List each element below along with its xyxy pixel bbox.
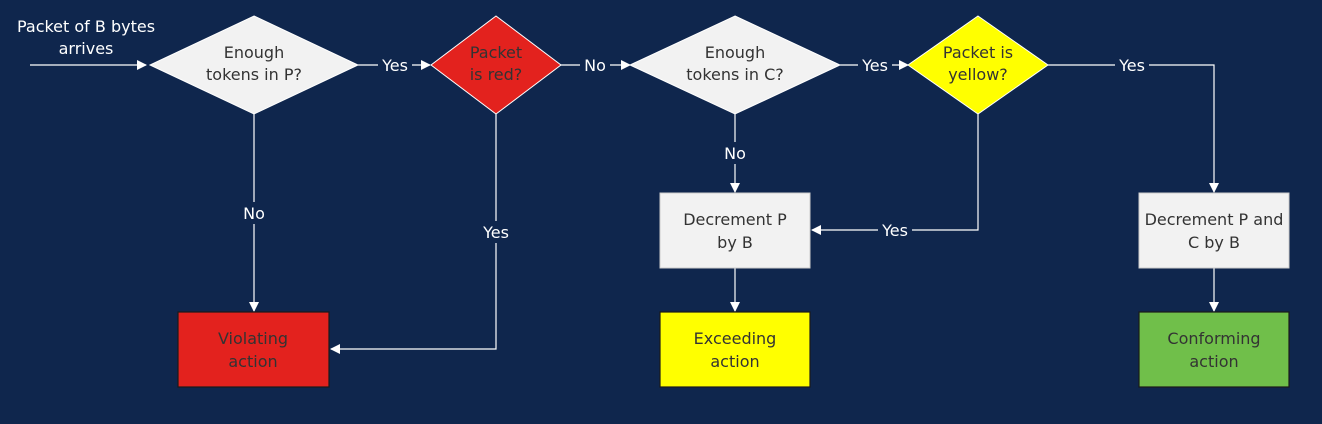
edge-label-red-yes: Yes xyxy=(482,223,509,242)
process-decrement-pc-line1: Decrement P and xyxy=(1145,210,1284,229)
outcome-exceeding-line2: action xyxy=(710,352,759,371)
edge-label-c-yes: Yes xyxy=(861,56,888,75)
decision-enough-c-line2: tokens in C? xyxy=(686,65,784,84)
edge-labels: Yes No Yes Yes No Yes No Yes xyxy=(239,54,1149,243)
edge-is-yellow-yes-left xyxy=(811,114,979,235)
outcome-violating-line2: action xyxy=(228,352,277,371)
outcome-conforming-line2: action xyxy=(1189,352,1238,371)
edge-is-red-yes xyxy=(330,114,497,354)
process-decrement-p: Decrement P by B xyxy=(659,192,811,269)
decision-is-yellow: Packet is yellow? xyxy=(907,15,1049,115)
edge-is-yellow-yes-right xyxy=(1048,64,1219,193)
edge-label-p-yes: Yes xyxy=(381,56,408,75)
decision-enough-c: Enough tokens in C? xyxy=(628,15,842,115)
process-decrement-p-line1: Decrement P xyxy=(683,210,787,229)
start-label: Packet of B bytes arrives xyxy=(17,17,155,58)
outcome-violating: Violating action xyxy=(177,311,330,388)
outcome-exceeding: Exceeding action xyxy=(659,311,811,388)
edge-label-c-no: No xyxy=(724,144,746,163)
start-label-line1: Packet of B bytes xyxy=(17,17,155,36)
process-decrement-p-line2: by B xyxy=(717,233,753,252)
connectors xyxy=(30,60,1219,354)
decision-is-yellow-line1: Packet is xyxy=(943,43,1013,62)
decision-enough-c-line1: Enough xyxy=(705,43,765,62)
process-decrement-pc-line2: C by B xyxy=(1188,233,1240,252)
decision-is-yellow-line2: yellow? xyxy=(948,65,1008,84)
edge-label-yellow-yes-right: Yes xyxy=(1118,56,1145,75)
edge-label-p-no: No xyxy=(243,204,265,223)
decision-is-red-line1: Packet xyxy=(470,43,522,62)
edge-label-red-no: No xyxy=(584,56,606,75)
outcome-violating-line1: Violating xyxy=(218,329,288,348)
decision-enough-p-line2: tokens in P? xyxy=(206,65,302,84)
edge-label-yellow-yes-left: Yes xyxy=(881,221,908,240)
start-label-line2: arrives xyxy=(59,39,114,58)
process-decrement-pc: Decrement P and C by B xyxy=(1138,192,1290,269)
outcome-exceeding-line1: Exceeding xyxy=(694,329,777,348)
decision-enough-p-line1: Enough xyxy=(224,43,284,62)
decision-is-red: Packet is red? xyxy=(430,15,562,115)
outcome-conforming: Conforming action xyxy=(1138,311,1290,388)
outcome-conforming-line1: Conforming xyxy=(1167,329,1260,348)
decision-enough-p: Enough tokens in P? xyxy=(148,15,360,115)
decision-is-red-line2: is red? xyxy=(470,65,523,84)
